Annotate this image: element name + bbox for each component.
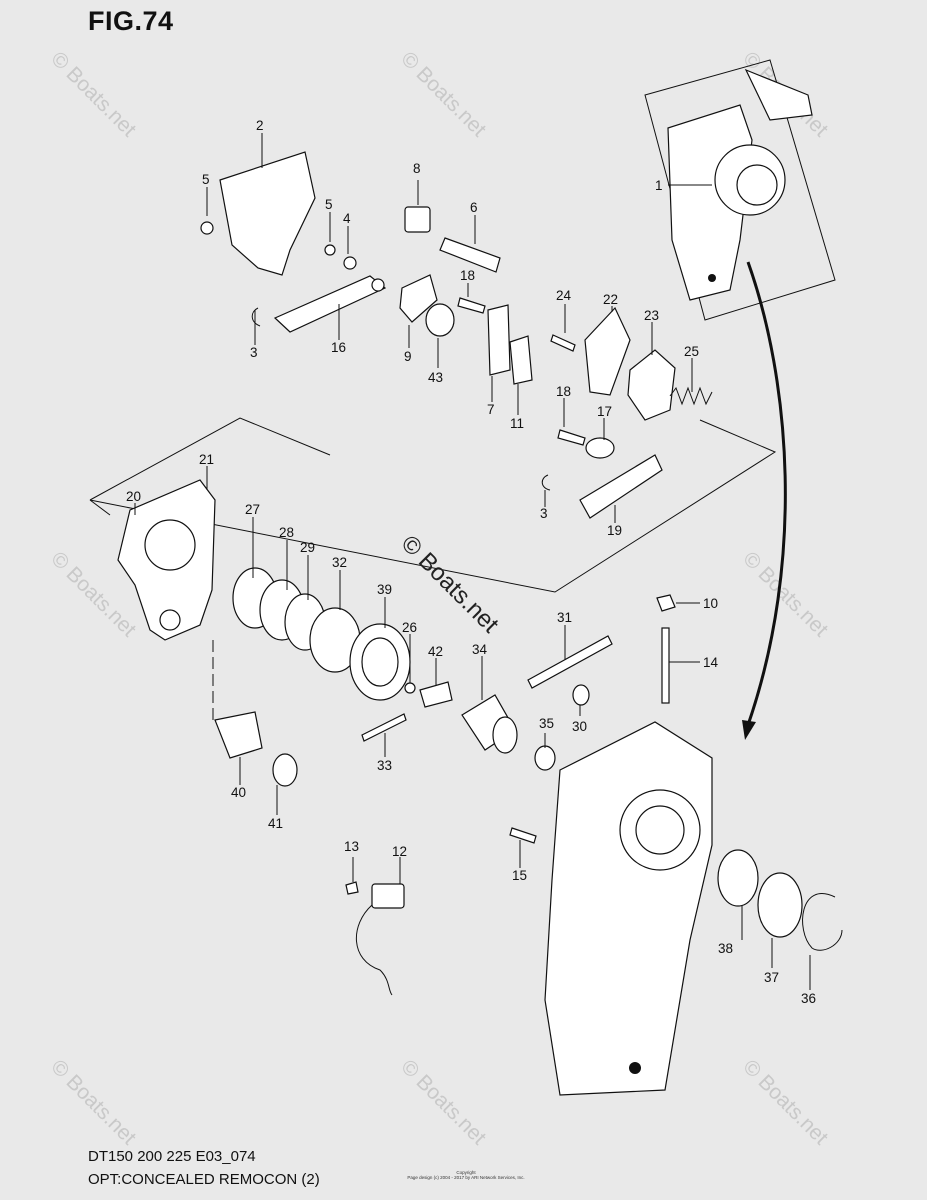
watermark: © Boats.net [738, 547, 832, 641]
callout-16: 16 [331, 340, 346, 355]
link-arm [273, 275, 387, 333]
callout-2: 2 [256, 118, 264, 133]
callout-3: 3 [250, 345, 258, 360]
callout-17: 17 [597, 404, 612, 419]
callout-12: 12 [392, 844, 407, 859]
callout-42: 42 [428, 644, 443, 659]
callout-21: 21 [199, 452, 214, 467]
callout-34: 34 [472, 642, 488, 657]
callout-38: 38 [718, 941, 733, 956]
leader-lines [134, 133, 811, 990]
callout-32: 32 [332, 555, 347, 570]
callout-27: 27 [245, 502, 260, 517]
callout-4: 4 [343, 211, 351, 226]
callout-14: 14 [703, 655, 719, 670]
callout-8: 8 [413, 161, 421, 176]
bracket-plate [219, 151, 316, 276]
watermark: © Boats.net [46, 1055, 140, 1149]
callout-35: 35 [539, 716, 554, 731]
callout-33: 33 [377, 758, 392, 773]
remocon-assembly [667, 68, 813, 301]
callout-29: 29 [300, 540, 315, 555]
callout-6: 6 [470, 200, 478, 215]
callout-11: 11 [510, 416, 524, 431]
watermark: © Boats.net [396, 1055, 490, 1149]
watermark: © Boats.net [396, 47, 490, 141]
callout-9: 9 [404, 349, 412, 364]
callout-36: 36 [801, 991, 816, 1006]
callout-13: 13 [344, 839, 359, 854]
model-code: DT150 200 225 E03_074 [88, 1148, 256, 1165]
callout-10: 10 [703, 596, 718, 611]
callout-18: 18 [556, 384, 571, 399]
callout-26: 26 [402, 620, 417, 635]
callout-7: 7 [487, 402, 495, 417]
callout-24: 24 [556, 288, 572, 303]
watermark: © Boats.net [738, 1055, 832, 1149]
callout-20: 20 [126, 489, 141, 504]
callout-23: 23 [644, 308, 659, 323]
copyright-notice: Copyright Page design (c) 2004 - 2017 by… [398, 1170, 534, 1180]
copyright-line: Page design (c) 2004 - 2017 by ARI Netwo… [407, 1175, 525, 1180]
callout-1: 1 [655, 178, 663, 193]
callout-41: 41 [268, 816, 283, 831]
callout-18: 18 [460, 268, 475, 283]
group-outline [89, 417, 777, 593]
callout-22: 22 [603, 292, 618, 307]
copyright-heading: Copyright [456, 1170, 476, 1175]
parts [117, 68, 843, 1096]
watermark: © Boats.net [46, 47, 140, 141]
figure-title: FIG.74 [88, 6, 174, 36]
callout-labels: 1 2 3 3 4 5 5 6 7 8 9 10 11 12 13 14 15 … [126, 118, 816, 1006]
callout-39: 39 [377, 582, 392, 597]
callout-37: 37 [764, 970, 779, 985]
callout-5: 5 [325, 197, 333, 212]
callout-30: 30 [572, 719, 587, 734]
diagram-title: OPT:CONCEALED REMOCON (2) [88, 1171, 320, 1188]
main-housing [544, 721, 713, 1096]
callout-40: 40 [231, 785, 246, 800]
callout-5: 5 [202, 172, 210, 187]
callout-19: 19 [607, 523, 622, 538]
callout-15: 15 [512, 868, 527, 883]
callout-31: 31 [557, 610, 572, 625]
callout-25: 25 [684, 344, 699, 359]
callout-28: 28 [279, 525, 294, 540]
callout-43: 43 [428, 370, 443, 385]
callout-3: 3 [540, 506, 548, 521]
